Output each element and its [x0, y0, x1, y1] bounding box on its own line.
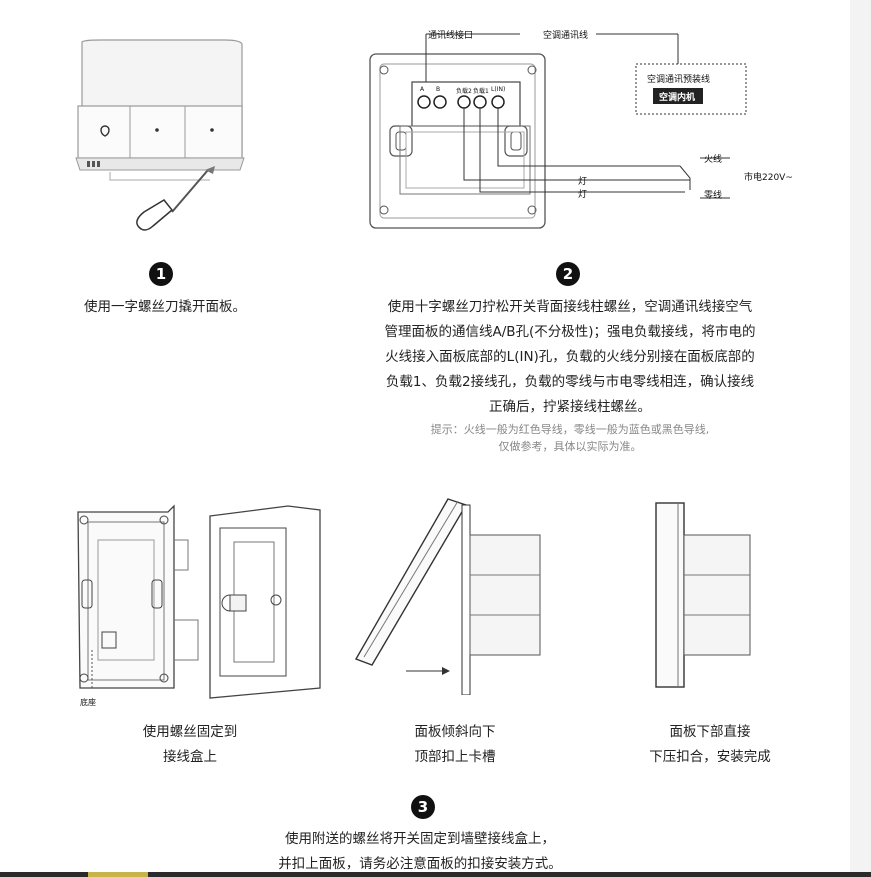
step3-caption: 使用附送的螺丝将开关固定到墙壁接线盒上， 并扣上面板，请务必注意面板的扣接安装方…	[240, 827, 600, 877]
hint-line: 仅做参考，具体以实际为准。	[498, 440, 642, 453]
sub3-line: 面板下部直接	[669, 724, 751, 740]
ac-reserved-line-label: 空调通讯预装线	[647, 75, 711, 85]
pry-panel-illustration	[75, 39, 245, 231]
terminal-a-label: A	[420, 86, 425, 93]
neutral-label: 零线	[704, 191, 723, 201]
terminal-b-label: B	[436, 86, 441, 93]
terminal-load1-label: 负载1	[473, 88, 489, 95]
ac-indoor-unit-label: 空调内机	[659, 93, 696, 103]
hint-line: 提示：火线一般为红色导线，零线一般为蓝色或黑色导线,	[430, 423, 710, 436]
terminal-load2-label: 负载2	[456, 88, 472, 95]
sub2-line: 顶部扣上卡槽	[414, 749, 496, 765]
step1-badge: 1	[149, 262, 173, 286]
step2-line: 使用十字螺丝刀拧松开关背面接线柱螺丝，空调通讯线接空气	[387, 299, 753, 315]
comm-port-label: 通讯线接口	[428, 31, 474, 41]
step2-badge: 2	[556, 262, 580, 286]
step2-line: 管理面板的通信线A/B孔(不分极性)；强电负载接线，将市电的	[384, 324, 756, 340]
step2-line: 负载1、负载2接线孔，负载的零线与市电零线相连，确认接线	[385, 374, 755, 390]
sub2-line: 面板倾斜向下	[414, 724, 496, 740]
step2-hint: 提示：火线一般为红色导线，零线一般为蓝色或黑色导线, 仅做参考，具体以实际为准。	[390, 421, 750, 455]
base-label: 底座	[80, 698, 96, 707]
light1-label: 灯	[578, 177, 588, 187]
terminal-lin-label: L(IN)	[491, 86, 506, 93]
install-sub3: 面板下部直接 下压扣合，安装完成	[620, 720, 800, 770]
install-sub2: 面板倾斜向下 顶部扣上卡槽	[375, 720, 535, 770]
ac-comm-line-label: 空调通讯线	[543, 31, 589, 41]
step3-badge: 3	[411, 795, 435, 819]
light2-label: 灯	[578, 190, 588, 200]
live-wire-label: 火线	[704, 155, 723, 165]
step2-line: 正确后，拧紧接线柱螺丝。	[489, 399, 651, 415]
step3-line: 使用附送的螺丝将开关固定到墙壁接线盒上，	[285, 831, 555, 847]
install-sub1: 使用螺丝固定到 接线盒上	[110, 720, 270, 770]
step3-line: 并扣上面板，请务必注意面板的扣接安装方式。	[278, 856, 562, 872]
right-scroll-gutter	[850, 0, 871, 877]
step1-caption: 使用一字螺丝刀撬开面板。	[84, 299, 246, 315]
step2-line: 火线接入面板底部的L(IN)孔，负载的火线分别接在面板底部的	[385, 349, 755, 365]
sub1-line: 使用螺丝固定到	[142, 724, 238, 740]
sub1-line: 接线盒上	[163, 749, 217, 765]
step2-caption: 使用十字螺丝刀拧松开关背面接线柱螺丝，空调通讯线接空气 管理面板的通信线A/B孔…	[360, 295, 780, 420]
bottom-taskbar-strip	[0, 872, 871, 877]
bottom-accent-strip	[88, 872, 148, 877]
press-panel-illustration	[655, 502, 751, 688]
sub3-line: 下压扣合，安装完成	[649, 749, 771, 765]
mains-label: 市电220V~	[744, 173, 793, 183]
tilt-panel-illustration	[354, 498, 541, 695]
wiring-diagram	[369, 33, 747, 229]
base-mount-illustration	[77, 504, 321, 699]
